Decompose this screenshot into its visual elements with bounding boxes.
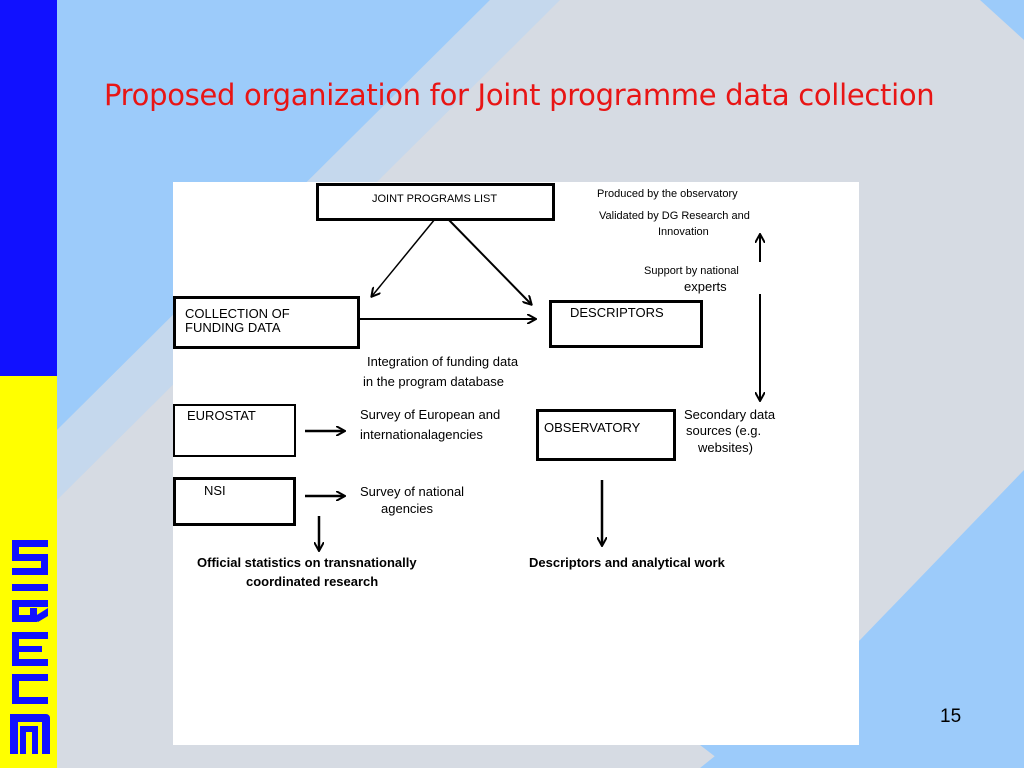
nsi-label: NSI [204, 483, 226, 498]
support-text-1: Support by national [644, 265, 739, 277]
support-text-2: experts [684, 279, 727, 294]
arrow-list-to-collection [372, 218, 436, 296]
secondary-text-2: sources (e.g. [686, 423, 762, 438]
sidebar-blue-band [0, 0, 57, 376]
descriptors-label: DESCRIPTORS [570, 305, 664, 320]
nsi-box: NSI [173, 477, 296, 526]
survey-national-text-2: agencies [381, 501, 434, 516]
survey-european-text-2: internationalagencies [360, 427, 483, 442]
validated-text-2: Innovation [658, 226, 709, 238]
joint-programs-list-label: JOINT PROGRAMS LIST [372, 193, 498, 205]
secondary-text-3: websites) [698, 440, 753, 455]
produced-by-text: Produced by the observatory [597, 188, 738, 200]
secondary-text-1: Secondary data [684, 407, 776, 422]
observatory-box: OBSERVATORY [536, 409, 676, 461]
collection-funding-box: COLLECTION OF FUNDING DATA [173, 296, 360, 349]
official-stats-text-1: Official statistics on transnationally [197, 555, 417, 570]
eurostat-box: EUROSTAT [173, 404, 296, 457]
eurostat-label: EUROSTAT [187, 408, 256, 423]
arrow-list-to-descriptors [447, 218, 531, 304]
integration-text-2: in the program database [363, 374, 504, 389]
survey-national-text-1: Survey of national [360, 484, 465, 499]
ceris-logo [10, 540, 50, 754]
survey-european-text-1: Survey of European and [360, 407, 501, 422]
collection-funding-label-1: COLLECTION OF [185, 306, 290, 321]
joint-programs-list-box: JOINT PROGRAMS LIST [316, 183, 555, 221]
collection-funding-label-2: FUNDING DATA [185, 320, 281, 335]
observatory-label: OBSERVATORY [544, 420, 641, 435]
diagram-canvas: JOINT PROGRAMS LIST COLLECTION OF FUNDIN… [173, 182, 859, 745]
page-number: 15 [940, 706, 962, 727]
integration-text-1: Integration of funding data [367, 354, 519, 369]
descriptors-work-text: Descriptors and analytical work [529, 555, 725, 570]
descriptors-box: DESCRIPTORS [549, 300, 703, 348]
slide-title: Proposed organization for Joint programm… [104, 78, 935, 112]
validated-text-1: Validated by DG Research and [599, 210, 750, 222]
official-stats-text-2: coordinated research [246, 574, 379, 589]
diagram-arrows [305, 218, 859, 745]
